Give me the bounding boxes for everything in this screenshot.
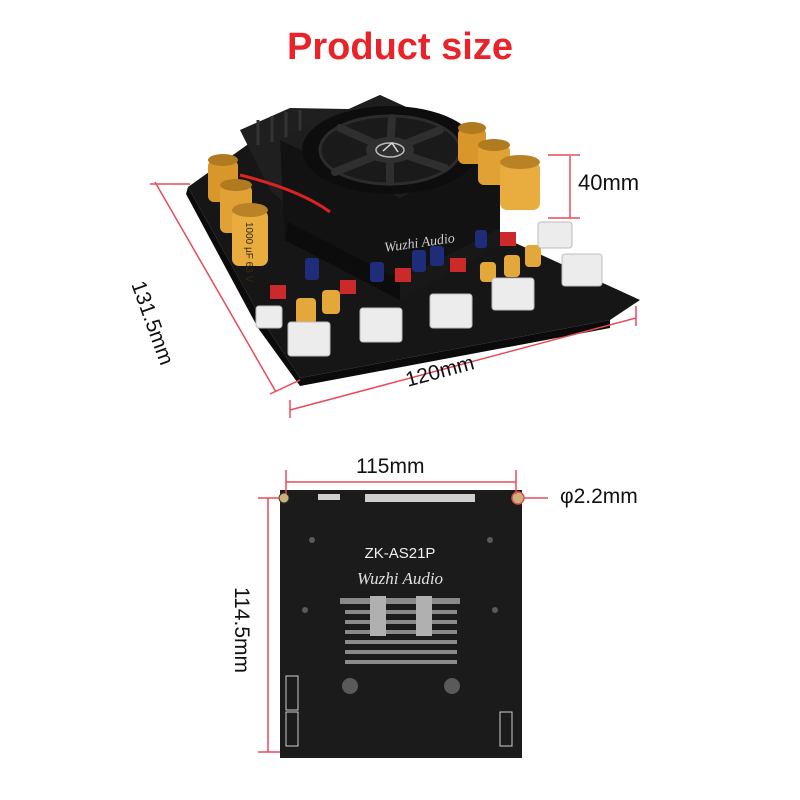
board-bottom-view: ZK-AS21P Wuzhi Audio bbox=[258, 470, 548, 758]
capacitor-label: 1000 µF 63 V bbox=[243, 222, 254, 283]
mount-hole-right bbox=[511, 491, 525, 505]
capacitors-right bbox=[458, 122, 540, 210]
board-3d-view: Wuzhi Audio 1000 µF 63 V bbox=[150, 95, 640, 418]
dimension-lines-bottom bbox=[258, 470, 548, 753]
dim-hole-label: φ2.2mm bbox=[560, 485, 638, 508]
mount-hole-left bbox=[278, 492, 290, 504]
dim-height-label: 40mm bbox=[578, 170, 640, 195]
small-capacitors bbox=[305, 230, 487, 282]
board-logo-bottom: Wuzhi Audio bbox=[357, 569, 443, 588]
terminal-connectors bbox=[255, 221, 603, 357]
pin-headers bbox=[318, 494, 475, 502]
small-gold-capacitors bbox=[296, 245, 541, 324]
red-components bbox=[270, 232, 516, 299]
capacitors-left: 1000 µF 63 V bbox=[208, 154, 268, 283]
solder-pads bbox=[340, 596, 460, 664]
dim-bottom-width-label: 115mm bbox=[356, 455, 425, 478]
pcb-board-edge bbox=[186, 187, 300, 386]
pcb-board-edge-front bbox=[300, 320, 610, 386]
channel-labels bbox=[285, 675, 513, 747]
page-title: Product size bbox=[287, 26, 513, 68]
model-label: ZK-AS21P bbox=[365, 545, 436, 562]
dim-bottom-height-label: 114.5mm bbox=[229, 587, 253, 673]
dimension-lines-top bbox=[150, 154, 637, 418]
red-wire bbox=[239, 173, 331, 214]
